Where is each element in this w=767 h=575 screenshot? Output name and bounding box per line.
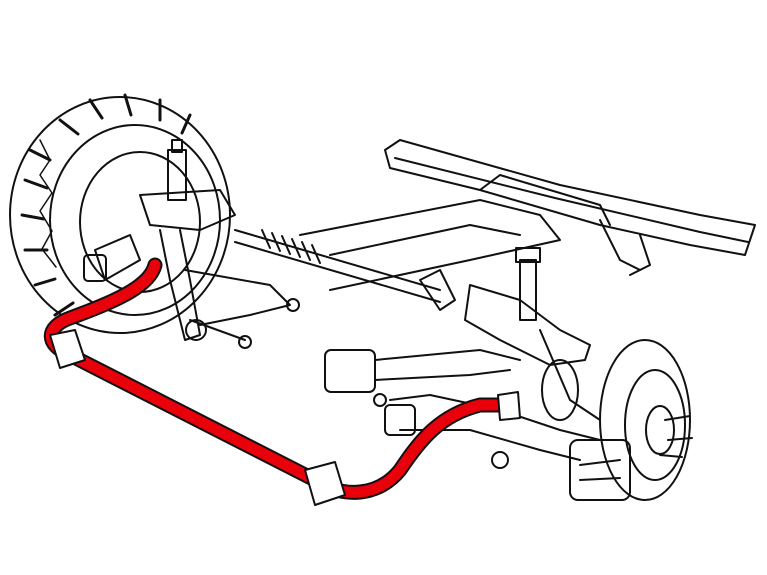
stabilizer-mounts [49,329,521,506]
right-strut [464,247,601,421]
right-brake-disc [569,339,693,501]
left-strut [83,139,236,341]
left-lower-arm [184,269,300,349]
right-lower-arm [324,349,601,469]
stabilizer-bar [43,257,518,500]
steering-rack [234,229,456,311]
subframe [299,139,756,291]
left-tire [9,93,231,334]
